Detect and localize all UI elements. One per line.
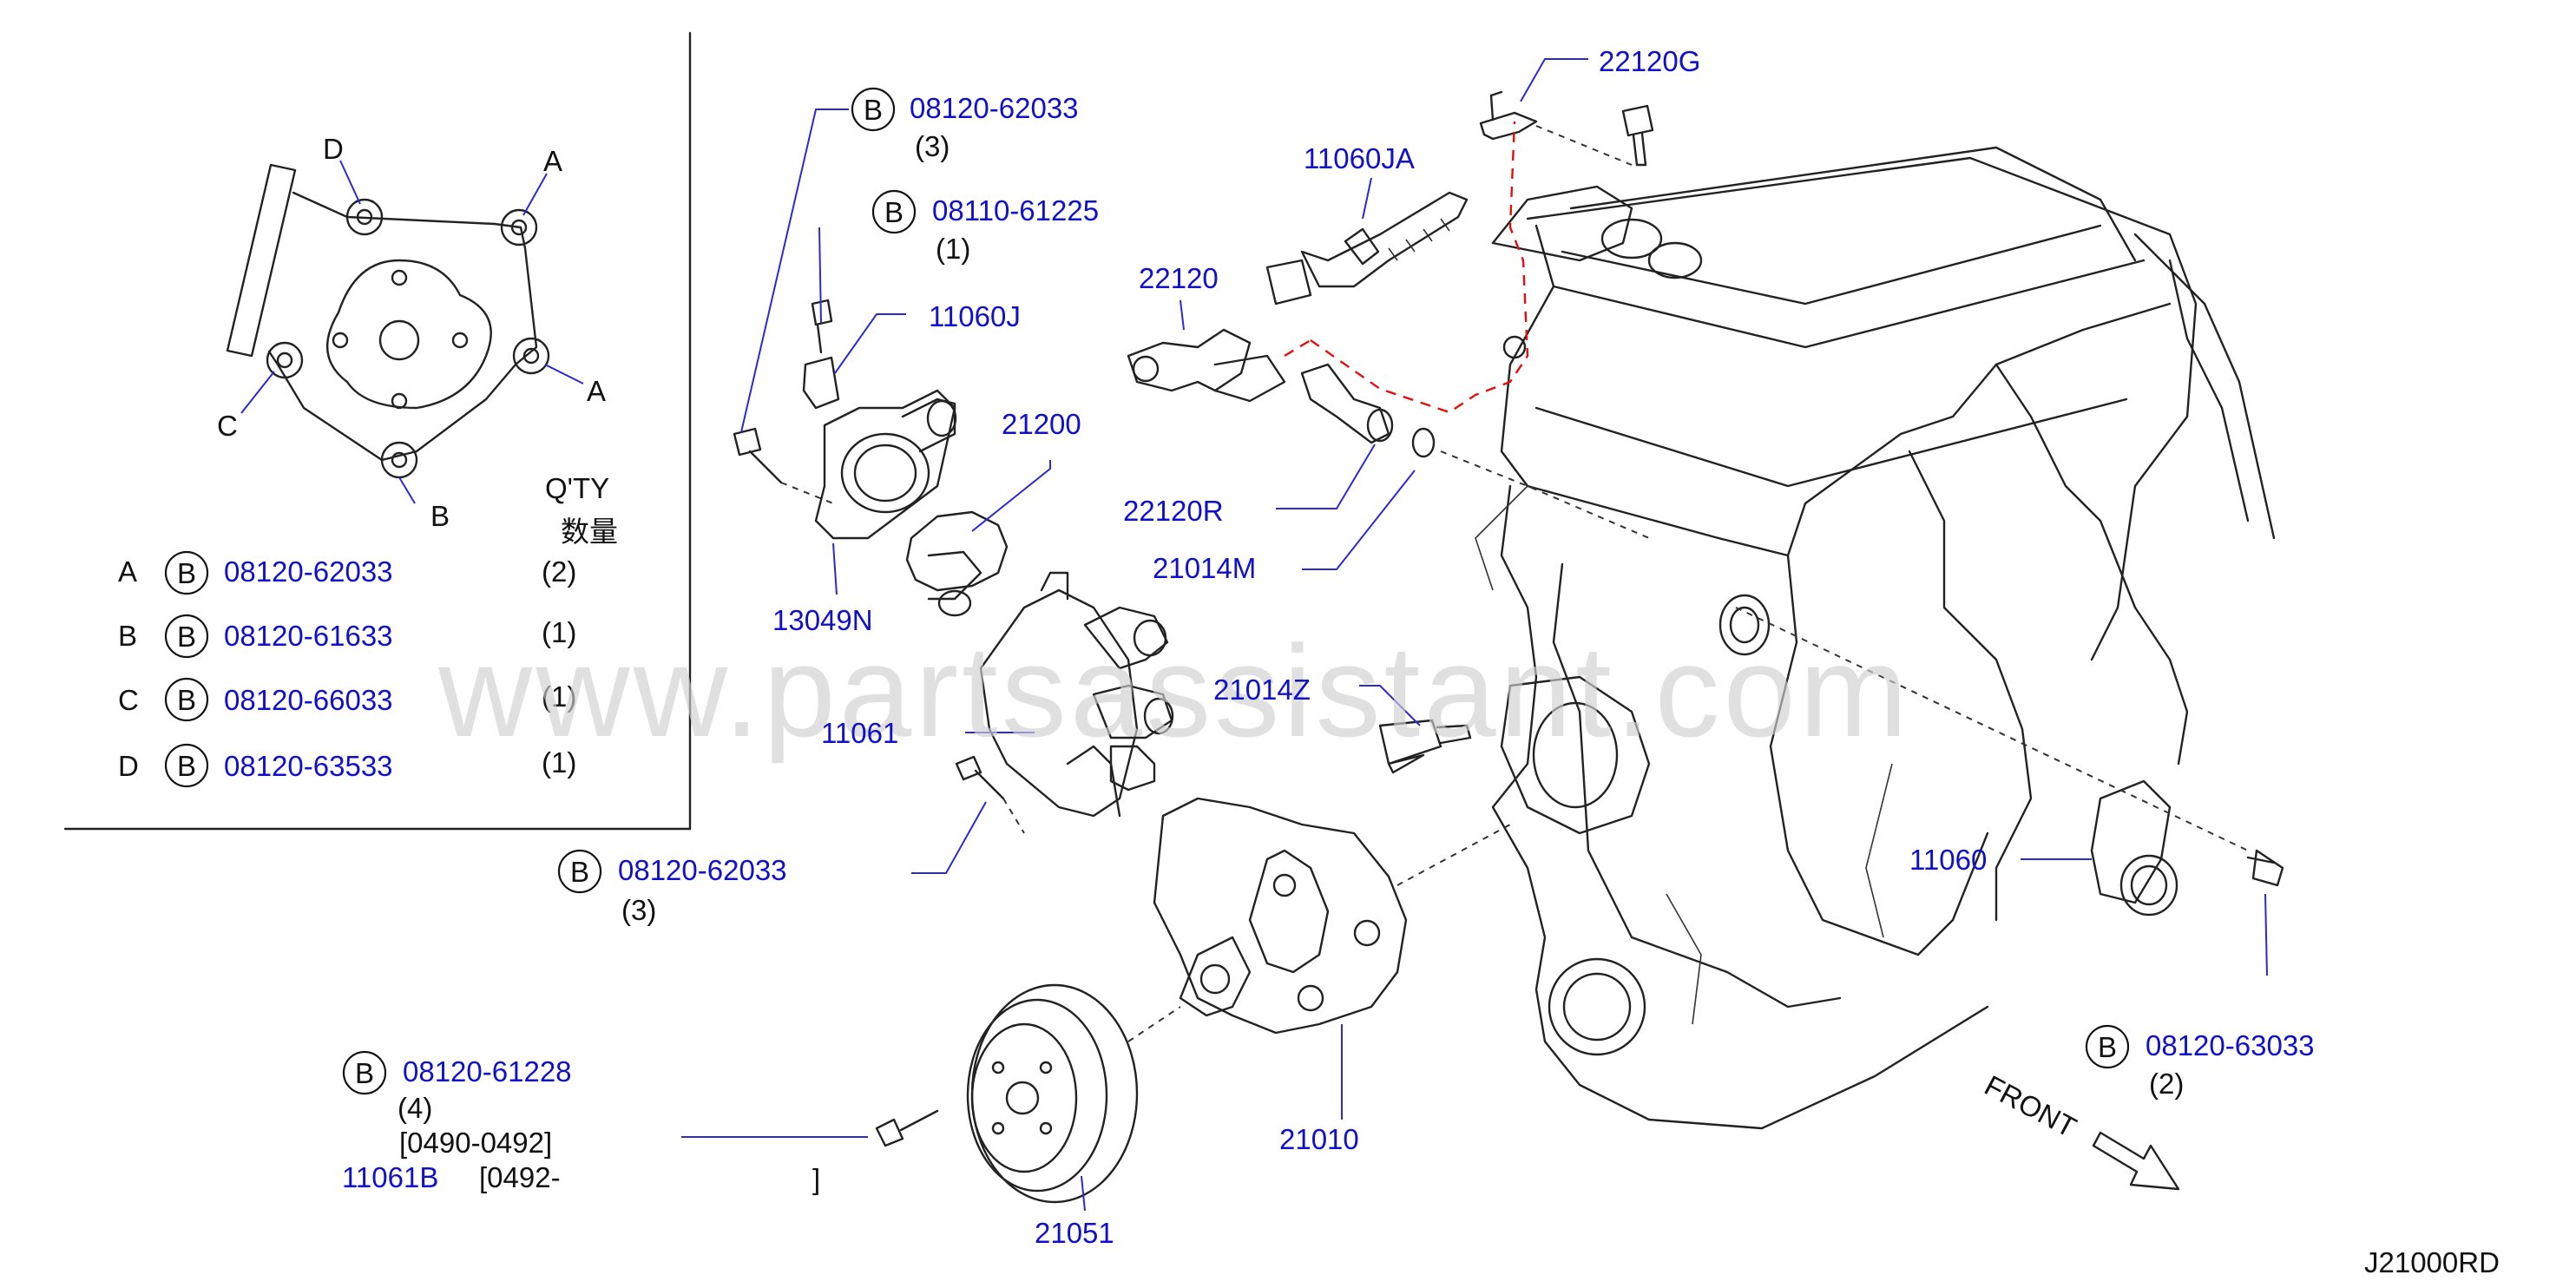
qty-row-key: A [118, 555, 137, 588]
qty-row-qty: (1) [542, 746, 576, 779]
front-arrow-icon [2092, 1131, 2180, 1191]
qty-row-key: D [118, 750, 139, 782]
thermostat-21200-drawing [905, 510, 1009, 617]
bolt-b-circle [851, 87, 896, 132]
pump-label-a-top: A [543, 145, 562, 177]
qty-row-part[interactable]: 08120-62033 [224, 555, 393, 588]
bolt-b-letter: B [177, 750, 196, 782]
callout-part-number[interactable]: 08120-63033 [2146, 1029, 2315, 1061]
qty-row-qty: (2) [542, 555, 576, 588]
part-21014m[interactable]: 21014M [1153, 552, 1256, 584]
callout-bolt-08110-61225[interactable]: B 08110-61225 (1) [871, 189, 1099, 265]
callout-qty: (1) [936, 233, 970, 265]
leader-lines [681, 58, 2268, 1212]
bracket-22120g-drawing [1479, 90, 1654, 167]
qty-title-cn: 数量 [561, 516, 618, 548]
pump-label-c: C [217, 410, 238, 442]
bolt-b-letter: B [177, 684, 196, 716]
callout-range-1: [0490-0492] [399, 1127, 552, 1159]
bolt-b-circle [164, 614, 209, 659]
sensor-22120-drawing [1127, 328, 1311, 403]
pump-label-a-right: A [587, 375, 606, 407]
part-11060[interactable]: 11060 [1909, 844, 1987, 876]
part-21200[interactable]: 21200 [1002, 408, 1081, 440]
qty-row-c[interactable]: C B 08120-66033 (1) [118, 677, 576, 722]
callout-bolt-08120-62033-mid[interactable]: B 08120-62033 (3) [557, 849, 787, 926]
callout-qty: (3) [621, 894, 656, 926]
bolt-b-circle [342, 1050, 387, 1095]
part-21014z[interactable]: 21014Z [1213, 674, 1311, 706]
qty-row-b[interactable]: B B 08120-61633 (1) [118, 614, 576, 659]
watermark-text: www.partsassistant.com [437, 618, 1911, 764]
bracket-11060j-drawing [733, 299, 840, 504]
bolt-b-letter: B [864, 94, 883, 126]
callout-bolt-08120-63033[interactable]: B 08120-63033 (2) [2085, 1024, 2315, 1100]
part-21051[interactable]: 21051 [1035, 1217, 1114, 1249]
diagram-code: J21000RD [2364, 1246, 2500, 1278]
bolt-b-circle [164, 743, 209, 788]
inlet-11061-drawing [979, 571, 1174, 818]
part-21010[interactable]: 21010 [1279, 1123, 1359, 1155]
qty-title: Q'TY [545, 472, 609, 504]
part-11060j[interactable]: 11060J [929, 300, 1021, 332]
bolt-b-letter: B [177, 621, 196, 653]
bolt-b-circle [2085, 1024, 2130, 1069]
bolt-b-circle [164, 677, 209, 722]
inset-border [63, 31, 692, 831]
callout-qty: (4) [398, 1092, 432, 1124]
bolt-b-circle [871, 189, 917, 234]
clip-11060ja-drawing [1265, 191, 1469, 306]
qty-inset-box: D A A B C Q'TY 数量 A B 08120-62033 (2) B … [63, 31, 692, 831]
qty-row-part[interactable]: 08120-61633 [224, 620, 393, 652]
bolt-b-letter: B [177, 557, 196, 589]
callout-part-number[interactable]: 08120-61228 [403, 1055, 572, 1088]
qty-row-part[interactable]: 08120-66033 [224, 684, 393, 716]
callout-bolt-08120-62033-top[interactable]: B 08120-62033 (3) [851, 87, 1079, 162]
engine-block-drawing [1475, 146, 2276, 1130]
bolt-b-circle [557, 849, 602, 894]
part-13049n[interactable]: 13049N [772, 604, 873, 636]
qty-row-part[interactable]: 08120-63533 [224, 750, 393, 782]
callout-range-2: [0492- [479, 1161, 561, 1193]
bolt-b-letter: B [570, 856, 589, 888]
part-22120g[interactable]: 22120G [1599, 45, 1700, 77]
pump-label-d: D [323, 133, 344, 165]
callout-bolt-08120-61228[interactable]: B 08120-61228 (4) [0490-0492] 11061B [04… [342, 1050, 820, 1195]
part-11061[interactable]: 11061 [821, 717, 898, 749]
bolt-b-circle [164, 550, 209, 595]
callout-part-number[interactable]: 08120-62033 [910, 92, 1079, 124]
part-11060ja[interactable]: 11060JA [1304, 142, 1415, 174]
part-22120[interactable]: 22120 [1139, 262, 1219, 294]
qty-row-qty: (1) [542, 616, 576, 648]
front-label: FRONT [1980, 1069, 2082, 1144]
callout-qty: (2) [2149, 1068, 2184, 1100]
callout-qty: (3) [915, 130, 950, 162]
bolt-lower-left-drawing [955, 755, 1025, 834]
washer-21014m-drawing [1411, 427, 1436, 458]
pump-label-b: B [430, 500, 450, 532]
qty-row-d[interactable]: D B 08120-63533 (1) [118, 743, 576, 788]
callout-range-2-end: ] [812, 1163, 820, 1195]
pulley-21051-drawing [875, 983, 1181, 1204]
sender-22120r-drawing [1300, 121, 1650, 539]
qty-row-key: B [118, 620, 137, 652]
water-pump-21010-drawing [1153, 797, 1511, 1035]
qty-row-key: C [118, 684, 139, 716]
bolt-b-letter: B [2098, 1031, 2117, 1063]
bolt-b-letter: B [355, 1057, 374, 1089]
inset-water-pump-drawing [226, 160, 584, 504]
callout-part-number[interactable]: 08110-61225 [932, 194, 1099, 227]
callout-part-11061b[interactable]: 11061B [342, 1161, 438, 1193]
housing-13049n-drawing [814, 389, 957, 540]
qty-row-a[interactable]: A B 08120-62033 (2) [118, 550, 576, 595]
callout-part-number[interactable]: 08120-62033 [618, 854, 787, 886]
sensor-21014z-drawing [1378, 719, 1472, 774]
bolt-b-letter: B [884, 196, 904, 228]
outlet-11060-drawing [1735, 607, 2284, 917]
part-22120r[interactable]: 22120R [1123, 495, 1224, 527]
qty-row-qty: (1) [542, 680, 576, 713]
